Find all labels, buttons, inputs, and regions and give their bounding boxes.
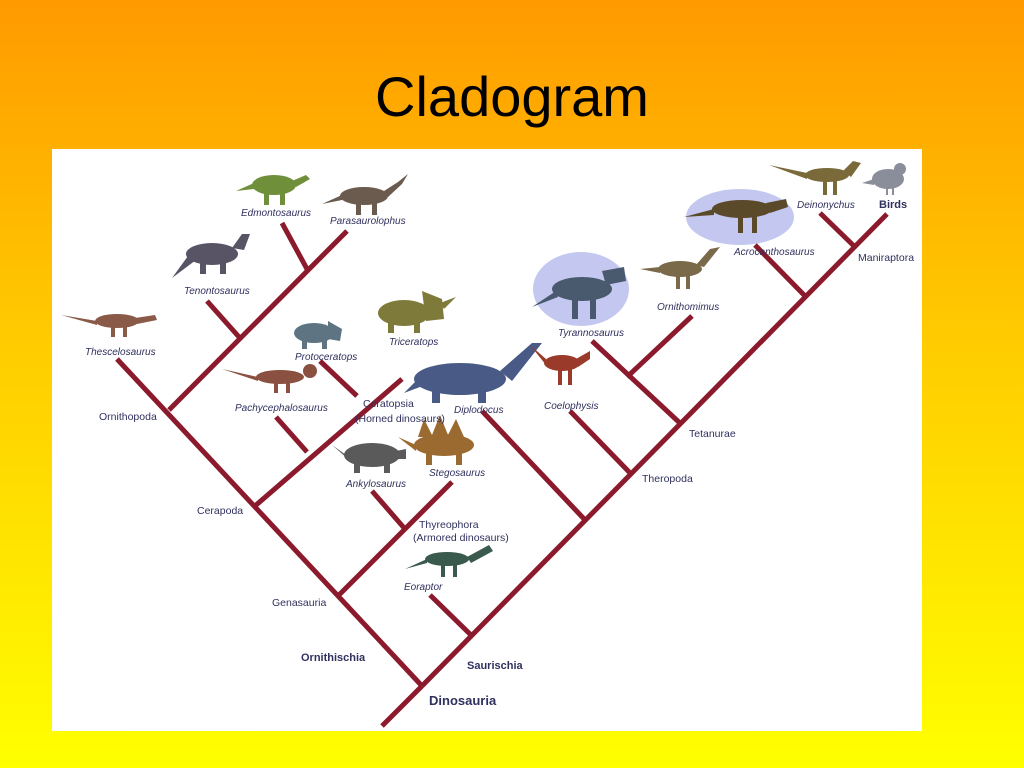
label-ornithopoda: Ornithopoda	[99, 411, 157, 423]
slide-title: Cladogram	[375, 65, 649, 128]
branch-diplodocus	[480, 409, 588, 523]
branch-tenontosaurus	[205, 299, 241, 339]
label-eoraptor: Eoraptor	[404, 582, 443, 593]
branch-tyrannosaurus	[590, 339, 684, 427]
label-theropoda: Theropoda	[642, 473, 693, 485]
label-thyreophora-common: (Armored dinosaurs)	[413, 532, 509, 544]
deinonychus-illustration	[769, 161, 861, 195]
branch-ornithomimus	[625, 314, 694, 379]
label-ornithomimus: Ornithomimus	[657, 302, 719, 313]
stegosaurus-illustration	[398, 415, 474, 465]
label-triceratops: Triceratops	[389, 337, 438, 348]
label-ankylosaurus: Ankylosaurus	[345, 479, 406, 490]
coelophysis-illustration	[530, 345, 590, 385]
acrocanthosaurus-illustration	[684, 199, 788, 233]
tyrannosaurus-illustration	[532, 267, 626, 319]
label-thyreophora-name: Thyreophora	[419, 519, 479, 531]
thescelosaurus-illustration	[61, 314, 157, 337]
branch-pachycephalosaurus	[274, 415, 309, 454]
label-tyrannosaurus: Tyrannosaurus	[558, 328, 624, 339]
label-edmontosaurus: Edmontosaurus	[241, 208, 311, 219]
triceratops-illustration	[378, 291, 456, 333]
branch-edmontosaurus	[279, 221, 310, 271]
label-parasaurolophus: Parasaurolophus	[330, 216, 406, 227]
label-ornithischia: Ornithischia	[301, 652, 366, 664]
branch-thyreophora	[336, 480, 454, 598]
branch-ankylosaurus	[370, 489, 407, 531]
cladogram-diagram: Edmontosaurus Parasaurolophus Tenontosau…	[61, 161, 914, 728]
branch-ornithopoda	[167, 229, 349, 412]
label-thescelosaurus: Thescelosaurus	[85, 347, 156, 358]
label-dinosauria: Dinosauria	[429, 693, 497, 708]
branch-eoraptor	[428, 593, 474, 638]
label-genasauria: Genasauria	[272, 597, 326, 609]
label-tetanurae: Tetanurae	[689, 428, 736, 440]
label-coelophysis: Coelophysis	[544, 401, 598, 412]
pachycephalosaurus-illustration	[222, 364, 317, 393]
clade-labels: Ornithopoda Ceratopsia (Horned dinosaurs…	[99, 252, 914, 708]
label-maniraptora: Maniraptora	[858, 252, 914, 264]
label-ceratopsia-common: (Horned dinosaurs)	[355, 413, 445, 425]
branch-stem	[380, 684, 424, 728]
eoraptor-illustration	[405, 545, 493, 577]
label-stegosaurus: Stegosaurus	[429, 468, 485, 479]
branch-ornithischia	[115, 357, 424, 688]
label-acrocanthosaurus: Acrocanthosaurus	[733, 247, 815, 258]
parasaurolophus-illustration	[322, 174, 408, 215]
diplodocus-illustration	[404, 343, 542, 403]
edmontosaurus-illustration	[236, 175, 310, 205]
branch-deinonychus	[818, 211, 857, 249]
branch-saurischia	[420, 212, 889, 688]
label-cerapoda: Cerapoda	[197, 505, 243, 517]
label-pachycephalosaurus: Pachycephalosaurus	[235, 403, 328, 414]
cladogram-branches	[115, 211, 889, 728]
branch-marginocephalia	[253, 377, 404, 508]
label-saurischia: Saurischia	[467, 660, 524, 672]
label-ceratopsia-name: Ceratopsia	[363, 398, 414, 410]
label-deinonychus: Deinonychus	[797, 200, 855, 211]
branch-coelophysis	[568, 409, 634, 477]
cladogram-panel: Edmontosaurus Parasaurolophus Tenontosau…	[52, 149, 922, 731]
label-tenontosaurus: Tenontosaurus	[184, 286, 250, 297]
label-diplodocus: Diplodocus	[454, 405, 503, 416]
label-birds: Birds	[879, 199, 907, 211]
protoceratops-illustration	[294, 321, 342, 349]
taxon-labels: Edmontosaurus Parasaurolophus Tenontosau…	[85, 199, 907, 593]
branch-acrocanthosaurus	[753, 243, 808, 299]
branch-protoceratops	[318, 359, 359, 398]
tenontosaurus-illustration	[172, 234, 250, 278]
ornithomimus-illustration	[640, 247, 720, 289]
label-protoceratops: Protoceratops	[295, 352, 357, 363]
bird-illustration	[862, 163, 906, 195]
ankylosaurus-illustration	[332, 443, 406, 473]
